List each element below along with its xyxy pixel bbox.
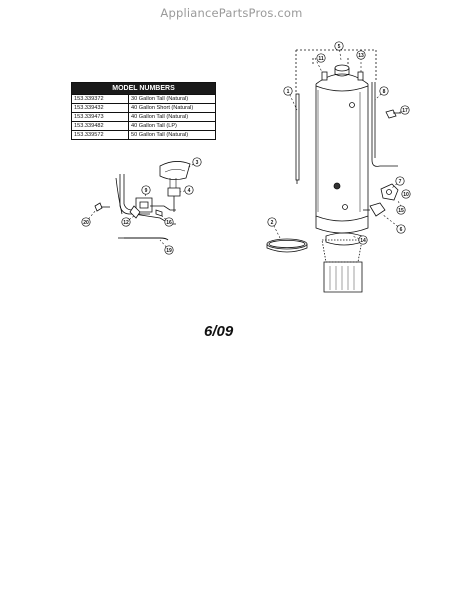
- drain-valve: [363, 202, 386, 217]
- callout-9: 9: [141, 185, 151, 195]
- callout-5: 5: [334, 41, 344, 51]
- callout-14: 14: [358, 235, 368, 245]
- svg-text:10: 10: [403, 192, 409, 198]
- callout-15: 15: [396, 205, 406, 215]
- callout-6: 6: [396, 224, 406, 234]
- callout-3: 3: [192, 157, 202, 167]
- gas-control-valve: [380, 183, 399, 201]
- svg-text:15: 15: [398, 208, 404, 214]
- model-table-header: MODEL NUMBERS: [71, 82, 216, 95]
- callout-1: 1: [283, 86, 293, 96]
- svg-text:19: 19: [166, 248, 172, 254]
- model-numbers-table: MODEL NUMBERS 153.339372 30 Gallon Tall …: [71, 82, 216, 140]
- svg-text:1: 1: [287, 89, 290, 95]
- svg-text:12: 12: [123, 220, 129, 226]
- model-description: 50 Gallon Tall (Natural): [128, 130, 216, 140]
- callout-17: 17: [400, 105, 410, 115]
- heat-trap-ring: [266, 238, 308, 253]
- callout-13: 13: [356, 50, 366, 60]
- callout-19: 19: [164, 245, 174, 255]
- callout-10: 10: [401, 189, 411, 199]
- svg-text:2: 2: [271, 220, 274, 226]
- svg-text:14: 14: [360, 238, 366, 244]
- relief-valve: [385, 109, 401, 119]
- date-code: 6/09: [204, 323, 234, 340]
- svg-text:3: 3: [196, 160, 199, 166]
- svg-text:4: 4: [188, 188, 191, 194]
- callout-2: 2: [267, 217, 277, 227]
- callout-7: 7: [395, 176, 405, 186]
- watermark: AppliancePartsPros.com: [160, 6, 303, 20]
- callout-12: 12: [121, 217, 131, 227]
- callout-4: 4: [184, 185, 194, 195]
- burner-assembly: [94, 161, 191, 241]
- callout-8: 8: [379, 86, 389, 96]
- svg-text:13: 13: [358, 53, 364, 59]
- callout-11: 11: [316, 53, 326, 63]
- dip-tube: [295, 93, 300, 184]
- anode-rod: [371, 82, 398, 167]
- svg-text:5: 5: [338, 44, 341, 50]
- svg-text:17: 17: [402, 108, 408, 114]
- svg-text:9: 9: [145, 188, 148, 194]
- svg-text:20: 20: [83, 220, 89, 226]
- svg-text:7: 7: [399, 179, 402, 185]
- svg-text:8: 8: [383, 89, 386, 95]
- svg-text:16: 16: [166, 220, 172, 226]
- callout-16: 16: [164, 217, 174, 227]
- table-row: 153.339572 50 Gallon Tall (Natural): [71, 130, 216, 140]
- callout-20: 20: [81, 217, 91, 227]
- water-heater-tank: [295, 49, 377, 293]
- svg-text:11: 11: [318, 56, 324, 62]
- svg-text:6: 6: [400, 227, 403, 233]
